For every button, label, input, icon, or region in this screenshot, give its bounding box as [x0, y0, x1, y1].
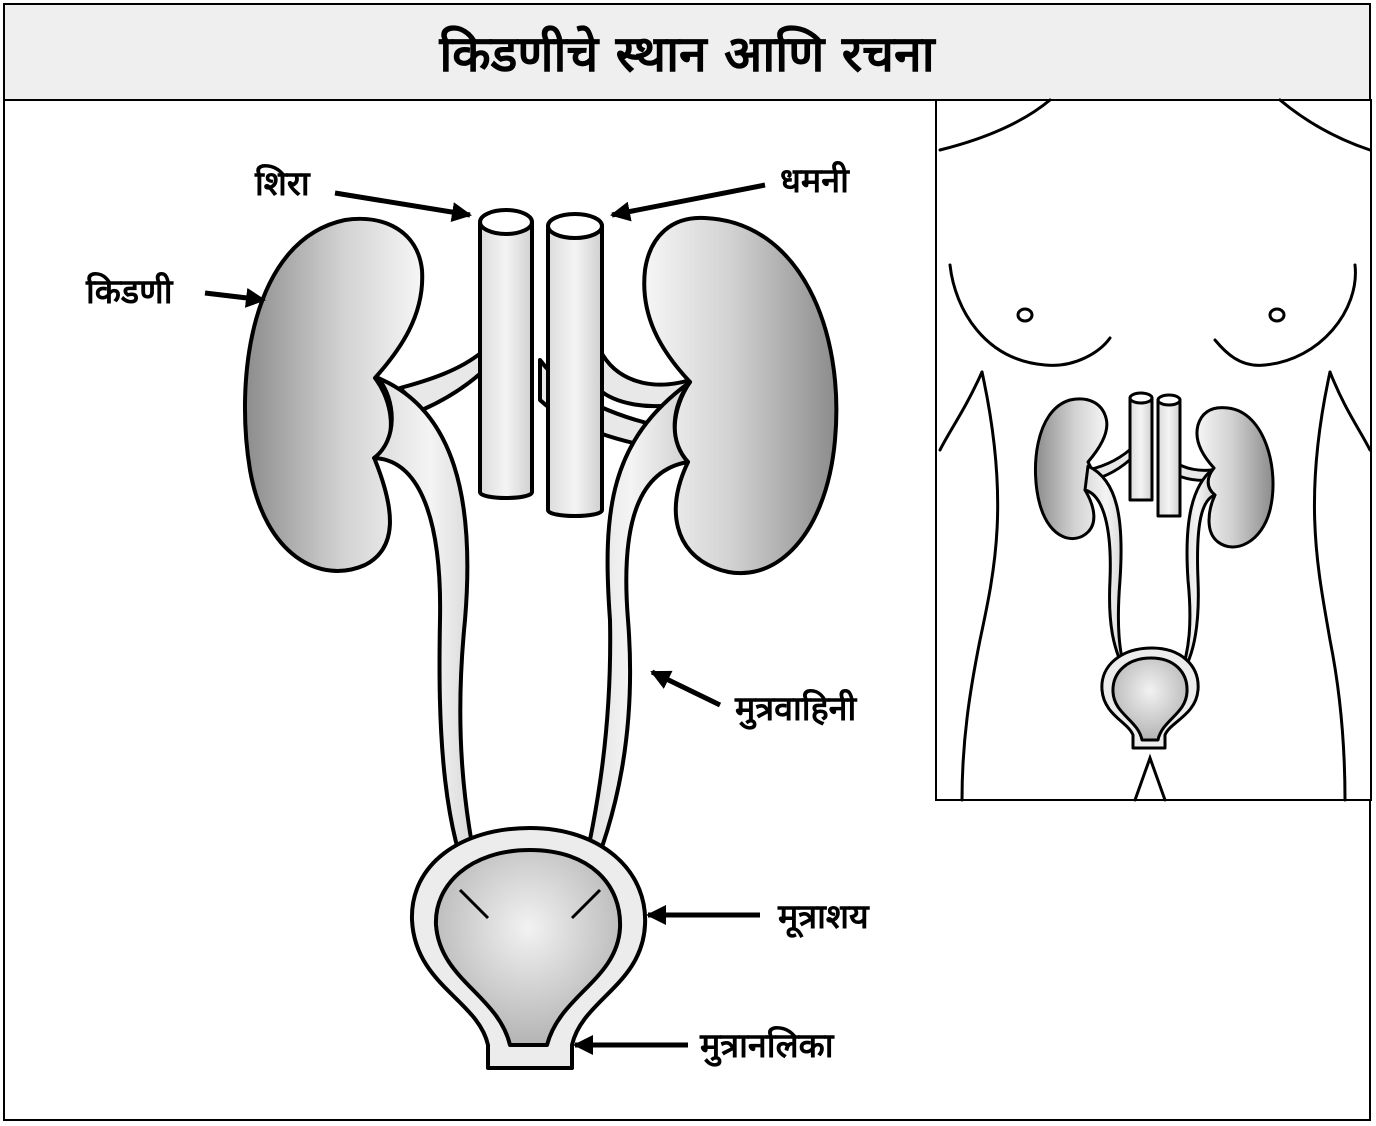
inset-vein-top	[1128, 391, 1154, 405]
arm-right	[1328, 370, 1372, 452]
artery-tube	[546, 224, 604, 518]
inset-bladder-inner	[1111, 656, 1189, 742]
vein-top	[478, 208, 534, 236]
vein-tube	[478, 220, 534, 500]
inset-urinary-system	[1034, 391, 1275, 750]
label-artery: धमनी	[780, 160, 850, 201]
ureter-left-end	[458, 888, 490, 920]
kidney-left	[242, 216, 425, 573]
inset-ureter-right	[1178, 466, 1217, 678]
legs-split	[1133, 753, 1167, 802]
label-vein: शिरा	[254, 163, 311, 204]
inset-kidney-left	[1034, 397, 1109, 541]
label-urethra: मुत्रानलिका	[699, 1025, 835, 1067]
label-ureter: मुत्रवाहिनी	[734, 688, 858, 730]
torso-shoulder-right	[1278, 98, 1372, 152]
label-bladder: मूत्राशय	[777, 897, 870, 939]
ureter-right-end	[570, 888, 602, 920]
nipple-right	[1268, 307, 1286, 323]
inset-body-location	[935, 98, 1372, 802]
page-title: किडणीचे स्थान आणि रचना	[439, 25, 935, 83]
main-diagram	[242, 208, 839, 1070]
arm-left	[938, 370, 984, 452]
kidney-right	[642, 215, 839, 575]
arrow-kidney	[204, 287, 266, 308]
inset-artery	[1156, 398, 1182, 518]
inset-vein	[1128, 396, 1154, 502]
chest-left	[948, 263, 1112, 367]
arrow-artery	[610, 182, 766, 222]
labels: शिरा धमनी किडणी मुत्रवाहिनी मूत्राशय मुत…	[85, 160, 870, 1067]
bladder-inner	[433, 848, 623, 1047]
artery-top	[546, 212, 604, 240]
torso-side-left	[960, 370, 1000, 802]
label-kidney: किडणी	[85, 271, 174, 312]
arrow-vein	[334, 190, 472, 222]
title-bar: किडणीचे स्थान आणि रचना	[5, 5, 1369, 101]
torso-side-right	[1312, 370, 1347, 802]
inset-kidney-right	[1195, 406, 1275, 549]
torso-shoulder-left	[938, 98, 1052, 152]
arrow-ureter	[650, 669, 722, 708]
chest-right	[1213, 263, 1357, 367]
nipple-left	[1016, 307, 1034, 323]
inset-artery-top	[1156, 393, 1182, 407]
label-arrows	[204, 182, 766, 1055]
